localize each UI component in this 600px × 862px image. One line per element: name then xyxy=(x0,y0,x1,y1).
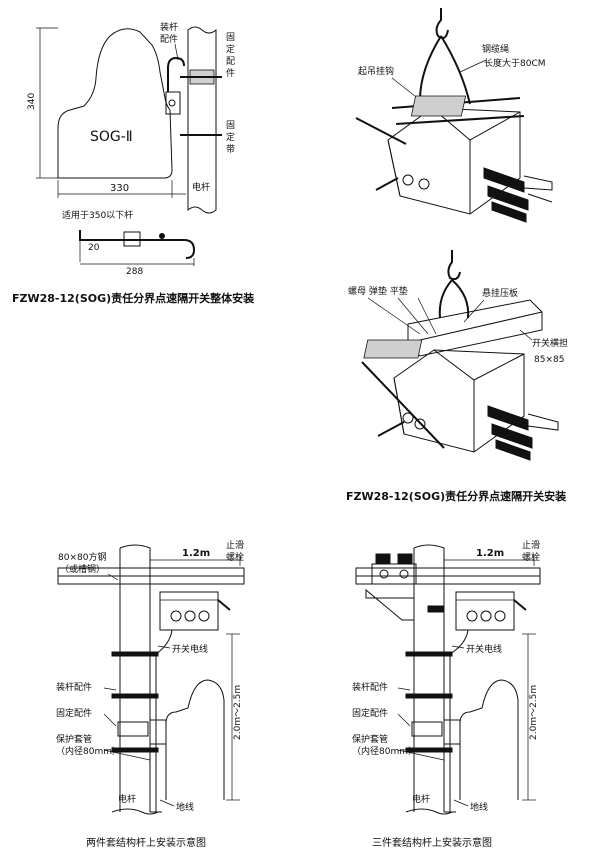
clamp-block xyxy=(165,91,181,115)
label-ground-two: 地线 xyxy=(176,801,194,813)
mount-hook xyxy=(167,56,185,92)
label-strap-2: 定 xyxy=(226,131,235,143)
caption-panel5: 三件套结构杆上安装示意图 xyxy=(372,836,492,849)
steel-rope xyxy=(419,35,471,105)
switch-crossarm xyxy=(407,299,543,357)
pole-two-piece xyxy=(119,544,151,812)
panel-crossarm: 螺母 弹垫 平垫 悬挂压板 开关横担 85×85 FZW28-12(SOG)责任… xyxy=(346,250,568,503)
label-mount-2: 配件 xyxy=(160,33,178,45)
dim-bracket-288: 288 xyxy=(126,267,143,277)
dim-height-three: 2.0m～2.5m xyxy=(529,685,539,740)
pole-three-piece xyxy=(413,544,445,812)
dim-distance-three: 1.2m xyxy=(476,548,504,559)
label-fixing-two: 固定配件 xyxy=(56,707,92,719)
switch-cable-three xyxy=(449,629,469,800)
crane-hook xyxy=(435,8,449,39)
label-pole-two: 电杆 xyxy=(118,793,136,805)
label-steel-alt: （或槽钢） xyxy=(60,563,105,575)
bracket-side-view xyxy=(79,230,196,259)
label-rope: 钢缆绳 xyxy=(482,43,509,55)
label-bolt-two-1: 止滑 xyxy=(226,539,244,551)
label-fixing-3: 配 xyxy=(226,56,235,67)
label-cable-two: 开关电线 xyxy=(172,643,208,655)
label-crossarm: 开关横担 xyxy=(532,337,568,349)
label-strap-1: 固 xyxy=(226,120,235,131)
label-bolt-three-2: 螺栓 xyxy=(522,551,540,563)
bushings-arm xyxy=(487,405,559,461)
label-pole-three: 电杆 xyxy=(412,793,430,805)
label-rope-len: 长度大于80CM xyxy=(484,57,546,69)
label-fixing-1: 固 xyxy=(226,32,235,43)
bushings-lift xyxy=(483,167,553,223)
label-bolt-three-1: 止滑 xyxy=(522,539,540,551)
switch-box-three xyxy=(455,591,515,631)
caption-panel4: 两件套结构杆上安装示意图 xyxy=(86,836,206,849)
dim-height-two: 2.0m～2.5m xyxy=(233,685,243,740)
panel-two-piece: 1.2m 止滑 螺栓 80×80方钢 （或槽钢） 开关电线 2.0m～2.5m … xyxy=(56,539,245,849)
label-lift-hook: 起吊挂钩 xyxy=(358,65,394,77)
dim-distance-two: 1.2m xyxy=(182,548,210,559)
label-mount-three: 装杆配件 xyxy=(352,681,388,693)
sog-controller-outline xyxy=(57,28,173,179)
switch-box-two xyxy=(159,591,219,631)
panel-three-piece: 1.2m 止滑 螺栓 开关电线 2.0m～2.5m 装杆配件 固定配件 保护套管… xyxy=(352,539,541,849)
label-sleeve-two: 保护套管 xyxy=(56,733,92,745)
panel-sog-overall: SOG-Ⅱ 340 330 装杆 配件 固 定 配 件 固 定 带 电杆 适用于… xyxy=(12,21,254,305)
label-strap-3: 带 xyxy=(226,144,235,155)
label-cable-three: 开关电线 xyxy=(466,643,502,655)
label-sleeve-dia-two: （内径80mm） xyxy=(56,745,121,757)
crane-hook-2 xyxy=(447,250,461,281)
label-crossarm-size: 85×85 xyxy=(534,355,564,365)
caption-panel3: FZW28-12(SOG)责任分界点速隔开关安装 xyxy=(346,489,566,503)
dim-bracket-20: 20 xyxy=(88,243,100,253)
label-steel: 80×80方钢 xyxy=(58,551,106,563)
label-sleeve-three: 保护套管 xyxy=(352,733,388,745)
label-sleeve-dia-three: （内径80mm） xyxy=(352,745,417,757)
label-mount-two: 装杆配件 xyxy=(56,681,92,693)
dim-width-330: 330 xyxy=(110,183,129,194)
sog-model-label: SOG-Ⅱ xyxy=(90,129,133,145)
label-hanging-plate: 悬挂压板 xyxy=(482,287,518,299)
label-fixing-4: 件 xyxy=(226,67,235,79)
dim-height-340: 340 xyxy=(27,93,37,110)
note-pole-size: 适用于350以下杆 xyxy=(62,209,133,221)
controller-on-pole-two xyxy=(165,679,225,800)
controller-on-pole-three xyxy=(459,679,519,800)
pole-top-view xyxy=(187,26,217,214)
panel-lifting: 钢缆绳 长度大于80CM 起吊挂钩 xyxy=(355,8,553,223)
label-nut-washer: 螺母 弹垫 平垫 xyxy=(348,285,408,297)
label-ground-three: 地线 xyxy=(470,801,488,813)
label-pole-1: 电杆 xyxy=(192,181,210,193)
label-bolt-two-2: 螺栓 xyxy=(226,551,244,563)
label-mount-1: 装杆 xyxy=(160,21,178,33)
label-fixing-2: 定 xyxy=(226,43,235,55)
pt-transformer xyxy=(365,553,445,621)
label-fixing-three: 固定配件 xyxy=(352,707,388,719)
caption-panel1: FZW28-12(SOG)责任分界点速隔开关整体安装 xyxy=(12,291,254,305)
